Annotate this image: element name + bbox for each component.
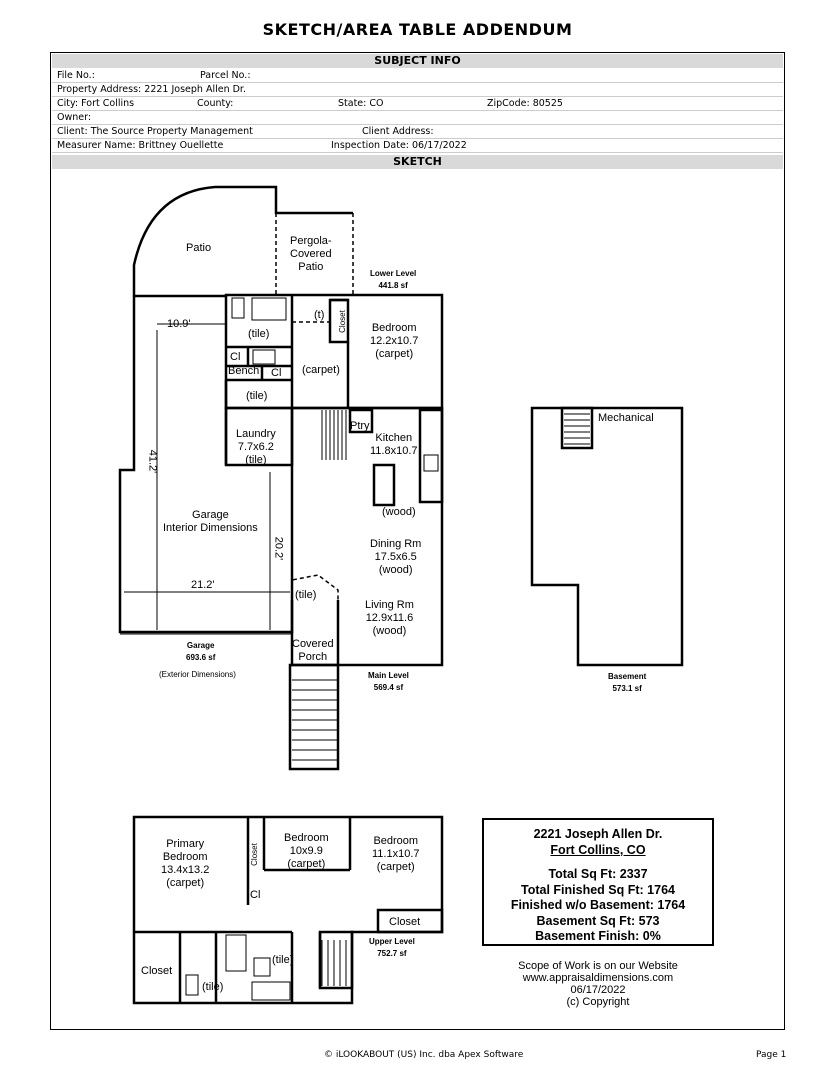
dim-10-9: 10.9': [167, 318, 191, 330]
county: County:: [197, 98, 234, 109]
lower-closet: [328, 298, 350, 344]
upper-stairs: [318, 930, 354, 990]
sketch-header: SKETCH: [52, 155, 783, 169]
area-summary-box: 2221 Joseph Allen Dr. Fort Collins, CO T…: [482, 818, 714, 946]
zip-code: ZipCode: 80525: [487, 98, 563, 109]
property-address: Property Address: 2221 Joseph Allen Dr.: [57, 84, 246, 95]
subject-row-measurer: Measurer Name: Brittney Ouellette Inspec…: [52, 139, 783, 153]
page-title: SKETCH/AREA TABLE ADDENDUM: [262, 20, 573, 39]
client-address: Client Address:: [362, 126, 434, 137]
footer-page-number: Page 1: [756, 1050, 787, 1060]
upper-closet: [376, 908, 444, 934]
subject-row-city: City: Fort Collins County: State: CO Zip…: [52, 97, 783, 111]
dim-21-2: 21.2': [191, 579, 215, 591]
summary-city: Fort Collins, CO: [550, 842, 646, 857]
file-no: File No.:: [57, 70, 95, 81]
parcel-no: Parcel No.:: [200, 70, 251, 81]
footer-copyright: © iLOOKABOUT (US) Inc. dba Apex Software: [324, 1050, 524, 1060]
closet-lower-label: Closet: [337, 310, 347, 333]
cl-label-2: Cl: [271, 367, 282, 379]
subject-row-client: Client: The Source Property Management C…: [52, 125, 783, 139]
subject-row-file: File No.: Parcel No.:: [52, 69, 783, 83]
document-frame: [50, 52, 785, 1030]
closet-up-1-label: Closet: [249, 843, 259, 866]
basement-stairs: [560, 406, 594, 450]
dim-41-2: 41.2': [146, 449, 159, 474]
tile-label-1: (tile): [248, 328, 270, 340]
patio-label: Patio: [186, 242, 212, 254]
summary-basement-finish: Basement Finish: 0%: [535, 929, 661, 943]
summary-basement-sqft: Basement Sq Ft: 573: [536, 913, 660, 928]
subject-info-header: SUBJECT INFO: [52, 54, 783, 68]
porch-stairs: [288, 663, 340, 771]
pantry-label: Ptry: [350, 420, 370, 432]
subject-row-owner: Owner:: [52, 111, 783, 125]
closet-up-3-label: Closet: [141, 965, 173, 977]
closet-up-2-label: Closet: [389, 916, 421, 928]
tile-label-2: (tile): [246, 390, 268, 402]
tile-up-2-label: (tile): [202, 981, 224, 993]
client: Client: The Source Property Management: [57, 126, 253, 137]
garage-exterior-label: (Exterior Dimensions): [159, 670, 236, 679]
measurer-name: Measurer Name: Brittney Ouellette: [57, 140, 224, 151]
summary-total: Total Sq Ft: 2337: [548, 867, 648, 881]
dim-20-2: 20.2': [272, 536, 285, 561]
basement-outline: [530, 406, 684, 667]
kitchen-island: [372, 463, 396, 507]
summary-address: 2221 Joseph Allen Dr.: [533, 827, 663, 841]
tile-up-1-label: (tile): [272, 954, 294, 966]
city: City: Fort Collins: [57, 98, 135, 109]
main-level-outline: [292, 406, 444, 667]
wood-label-1: (wood): [382, 506, 416, 518]
t-label: (t): [314, 309, 325, 321]
patio-outline: [132, 185, 353, 296]
state: State: CO: [338, 98, 384, 109]
cl-label-1: Cl: [230, 351, 241, 363]
owner: Owner:: [57, 112, 92, 123]
mechanical-label: Mechanical: [598, 412, 654, 424]
tile-entry-label: (tile): [295, 589, 317, 601]
subject-row-address: Property Address: 2221 Joseph Allen Dr.: [52, 83, 783, 97]
scope-of-work: Scope of Work is on our Website www.appr…: [482, 960, 714, 1008]
pantry: [348, 408, 374, 434]
cl-up-label: Cl: [250, 889, 261, 901]
website-link: www.appraisaldimensions.com: [522, 972, 674, 984]
summary-total-finished: Total Finished Sq Ft: 1764: [521, 882, 675, 897]
carpet-lower-label: (carpet): [302, 364, 340, 376]
summary-finished-wo-basement: Finished w/o Basement: 1764: [510, 898, 686, 912]
inspection-date: Inspection Date: 06/17/2022: [331, 140, 467, 151]
bench-label: Bench: [228, 365, 260, 377]
kitchen-counter: [418, 408, 444, 504]
